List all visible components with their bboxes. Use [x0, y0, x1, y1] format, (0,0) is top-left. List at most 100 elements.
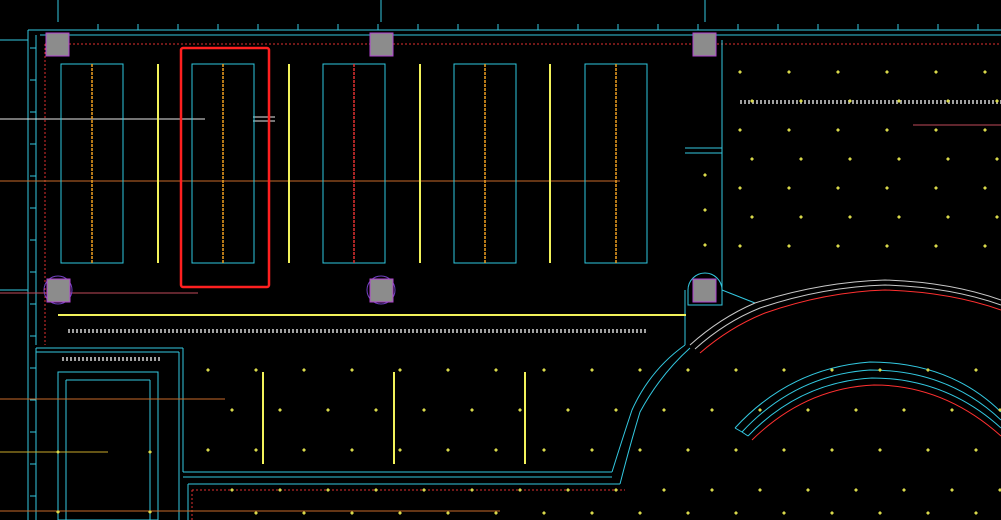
grid-dot: [897, 99, 901, 103]
grid-dot: [750, 157, 754, 161]
grid-dot: [494, 368, 498, 372]
grid-dot: [830, 511, 834, 515]
grid-dot: [885, 186, 889, 190]
grid-dot: [787, 244, 791, 248]
grid-dot: [995, 215, 999, 219]
reference-lines: [0, 39, 1001, 512]
grid-dot: [422, 488, 426, 492]
grid-dot: [878, 368, 882, 372]
grid-dot: [470, 488, 474, 492]
grid-dot: [934, 186, 938, 190]
grid-dot: [566, 488, 570, 492]
grid-dot: [836, 244, 840, 248]
inner-arc-red: [751, 384, 1001, 441]
grid-dot: [830, 448, 834, 452]
outer-arc-red: [699, 289, 1001, 354]
grid-dot: [590, 368, 594, 372]
grid-dot: [926, 511, 930, 515]
grid-dot: [614, 488, 618, 492]
structural-columns: [43, 32, 723, 306]
grid-dot: [398, 368, 402, 372]
doorway-frame: [57, 371, 159, 520]
grid-dot: [799, 99, 803, 103]
grid-dot: [902, 488, 906, 492]
grid-dot: [998, 408, 1001, 412]
grid-dot: [934, 70, 938, 74]
top-tick-marks: [97, 24, 979, 30]
grid-dot: [885, 128, 889, 132]
grid-dot: [686, 511, 690, 515]
grid-dot: [787, 70, 791, 74]
grid-dot: [983, 186, 987, 190]
grid-dot: [350, 448, 354, 452]
grid-dot: [854, 488, 858, 492]
grid-dot: [703, 243, 707, 247]
grid-dot: [230, 408, 234, 412]
grid-dot: [782, 448, 786, 452]
rectangular-light-panels: [60, 63, 648, 264]
grid-dot: [326, 488, 330, 492]
grid-dot: [934, 244, 938, 248]
light-panel-4: [453, 63, 517, 264]
grid-dot: [398, 448, 402, 452]
light-panel-3: [322, 63, 386, 264]
grid-dot: [566, 408, 570, 412]
column-ring-1: [43, 275, 73, 305]
inner-arc-2: [741, 369, 1001, 433]
grid-dot: [848, 99, 852, 103]
light-panel-2: [191, 63, 255, 264]
grid-dot: [710, 408, 714, 412]
column-2: [369, 32, 394, 57]
grid-dot: [638, 448, 642, 452]
ceiling-grid-dots: [56, 70, 1001, 515]
grid-dot: [374, 408, 378, 412]
grid-dot: [590, 448, 594, 452]
light-panel-1: [60, 63, 124, 264]
grid-dot: [758, 488, 762, 492]
grid-dot: [206, 368, 210, 372]
grid-dot: [470, 408, 474, 412]
grid-dot: [787, 186, 791, 190]
grid-dot: [254, 448, 258, 452]
grid-dot: [782, 368, 786, 372]
grid-dot: [974, 511, 978, 515]
column-ring-3: [687, 272, 723, 306]
grid-dot: [995, 157, 999, 161]
grid-dot: [950, 488, 954, 492]
grid-dot: [302, 448, 306, 452]
grid-dot: [590, 511, 594, 515]
grid-dot: [738, 244, 742, 248]
left-tick-marks: [30, 47, 36, 497]
grid-dot: [446, 448, 450, 452]
grid-dot: [326, 408, 330, 412]
grid-dot: [446, 511, 450, 515]
grid-dot: [830, 368, 834, 372]
grid-dot: [848, 215, 852, 219]
grid-dot: [926, 448, 930, 452]
selection-box[interactable]: [179, 46, 271, 289]
grid-dot: [638, 511, 642, 515]
grid-dot: [734, 368, 738, 372]
grid-dot: [686, 448, 690, 452]
grid-dot: [302, 511, 306, 515]
grid-dot: [878, 448, 882, 452]
grid-dot: [710, 488, 714, 492]
grid-dot: [787, 128, 791, 132]
dashed-rails: [62, 100, 1001, 361]
grid-dot: [56, 510, 60, 514]
grid-dot: [350, 511, 354, 515]
grid-dot: [738, 128, 742, 132]
grid-dot: [806, 408, 810, 412]
grid-dot: [946, 99, 950, 103]
grid-dot: [998, 488, 1001, 492]
grid-dot: [734, 511, 738, 515]
grid-dot: [374, 488, 378, 492]
grid-dot: [750, 215, 754, 219]
grid-dot: [254, 368, 258, 372]
grid-dot: [885, 244, 889, 248]
grid-dot: [983, 128, 987, 132]
grid-dot: [983, 70, 987, 74]
grid-dot: [854, 408, 858, 412]
